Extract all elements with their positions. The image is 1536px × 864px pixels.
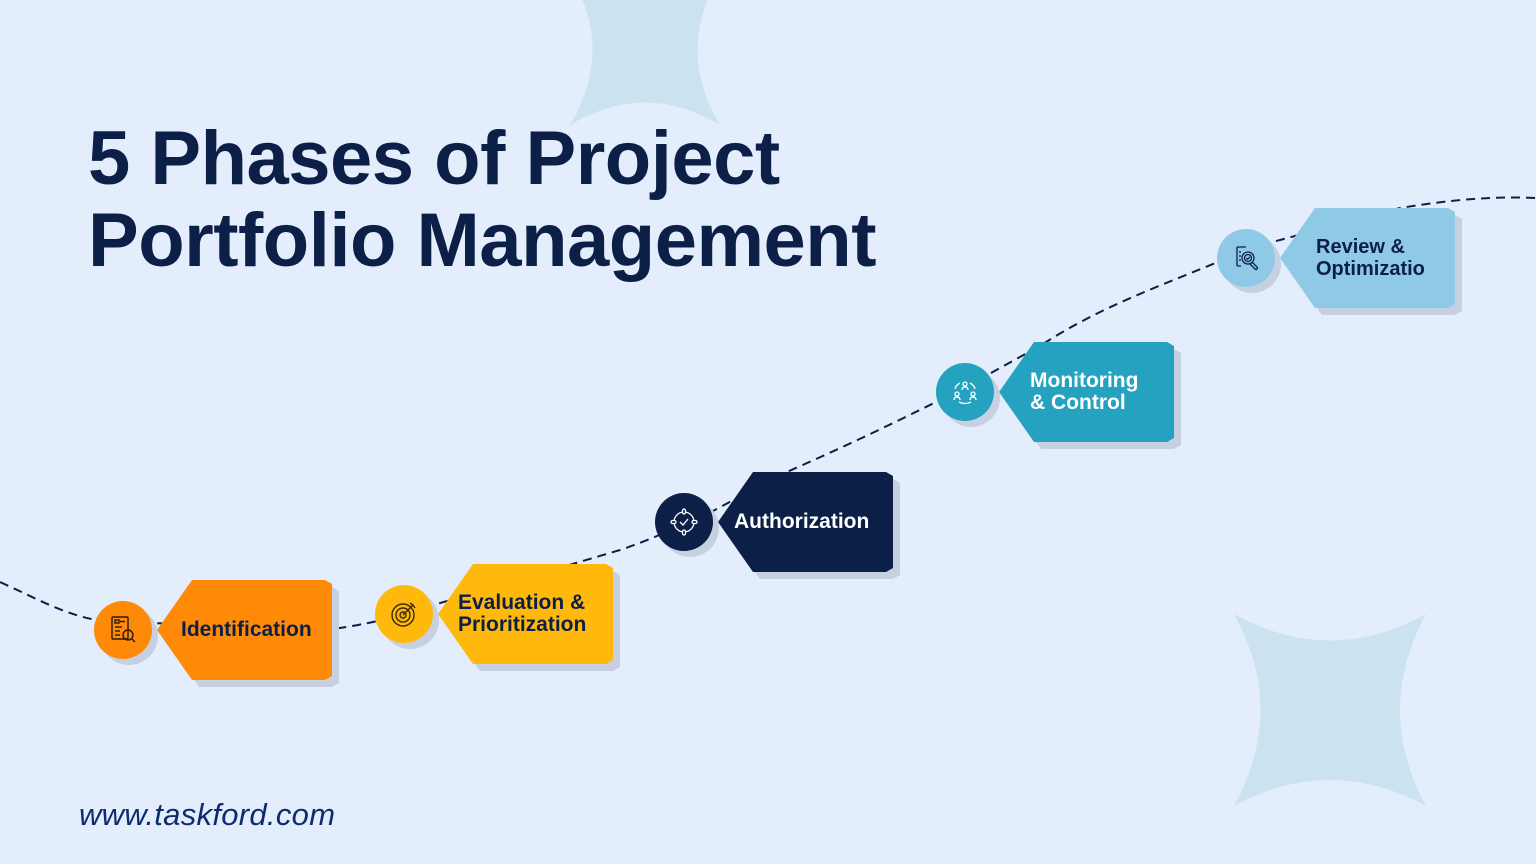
phase-tag: Authorization (718, 472, 893, 572)
phase-tag: Review & Optimizatio (1280, 208, 1455, 308)
decor-star-bottom (1234, 614, 1426, 806)
phase-tag: Monitoring & Control (999, 342, 1174, 442)
footer-website-url: www.taskford.com (79, 797, 336, 832)
phase-label: Evaluation & Prioritization (458, 591, 587, 636)
review-magnifier-icon (1217, 229, 1275, 287)
phase-label: Authorization (734, 510, 870, 533)
phase-label: Monitoring & Control (1030, 369, 1139, 414)
page-title: 5 Phases of Project Portfolio Management (88, 116, 877, 283)
phase-tag: Identification (157, 580, 332, 680)
phase-label: Identification (181, 618, 312, 641)
title-line-1: 5 Phases of Project (88, 116, 780, 201)
decor-star-top (570, 0, 720, 125)
team-cycle-icon (936, 363, 994, 421)
crosshair-check-icon (655, 493, 713, 551)
phase-label: Review & Optimizatio (1316, 236, 1425, 280)
target-icon (375, 585, 433, 643)
phase-tag: Evaluation & Prioritization (438, 564, 613, 664)
title-line-2: Portfolio Management (88, 198, 877, 283)
document-search-icon (94, 601, 152, 659)
